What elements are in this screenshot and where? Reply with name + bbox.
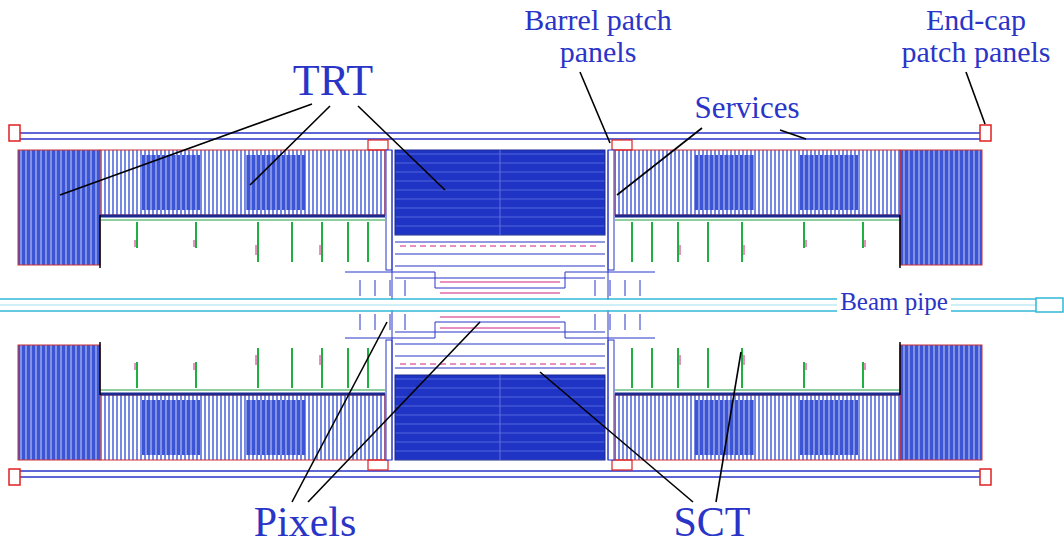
part-label: Services	[694, 92, 799, 125]
part-label: Barrel patch panels	[518, 4, 678, 67]
part-label: SCT	[673, 500, 750, 544]
part-label: TRT	[293, 58, 373, 104]
part-label: End-cap patch panels	[891, 4, 1061, 67]
part-label: Beam pipe	[837, 289, 951, 315]
part-label: Pixels	[254, 500, 357, 544]
